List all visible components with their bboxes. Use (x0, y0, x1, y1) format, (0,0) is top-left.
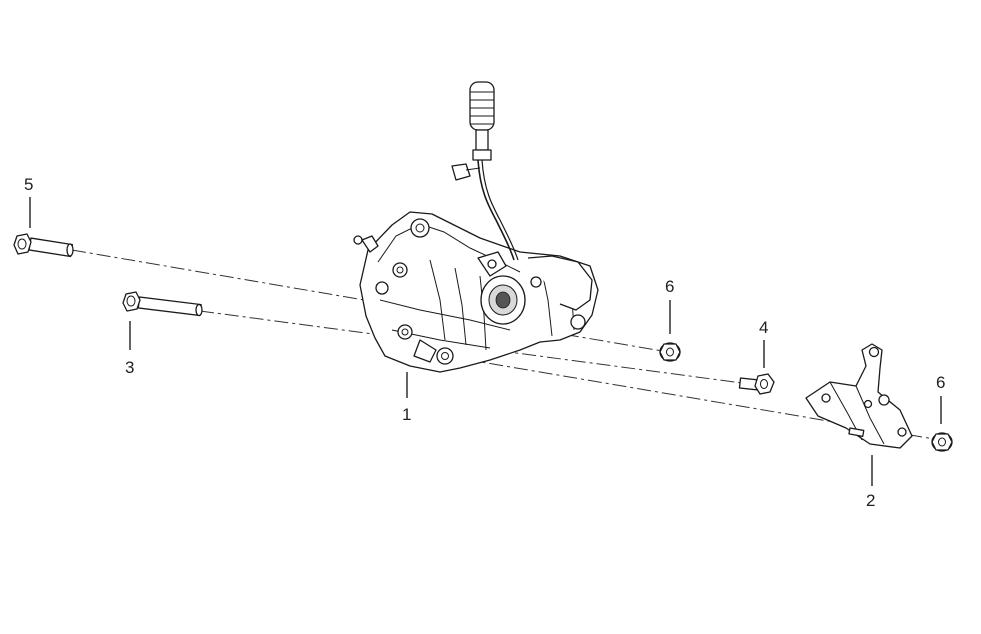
callout-part-1: 1 (402, 405, 411, 424)
callout-part-3: 3 (125, 358, 134, 377)
callout-part-4: 4 (759, 318, 768, 337)
middle-bolt-axis (199, 310, 743, 384)
callout-part-6-upper: 6 (665, 277, 674, 296)
short-bolt (738, 373, 775, 395)
flange-nut-lower (931, 432, 953, 452)
callout-leaders (29, 197, 942, 486)
long-bolt-lower (122, 291, 203, 317)
callout-part-2: 2 (866, 491, 875, 510)
long-bolt-upper (13, 233, 74, 258)
lower-bolt-axis (439, 354, 941, 441)
flange-nut-upper (659, 342, 681, 362)
callout-part-6-lower: 6 (936, 373, 945, 392)
shift-cable-assembly (451, 81, 519, 261)
differential-housing (353, 211, 599, 373)
mounting-bracket (805, 343, 913, 449)
callout-part-5: 5 (24, 175, 33, 194)
callout-labels: 5 3 1 6 4 6 2 (24, 175, 945, 510)
